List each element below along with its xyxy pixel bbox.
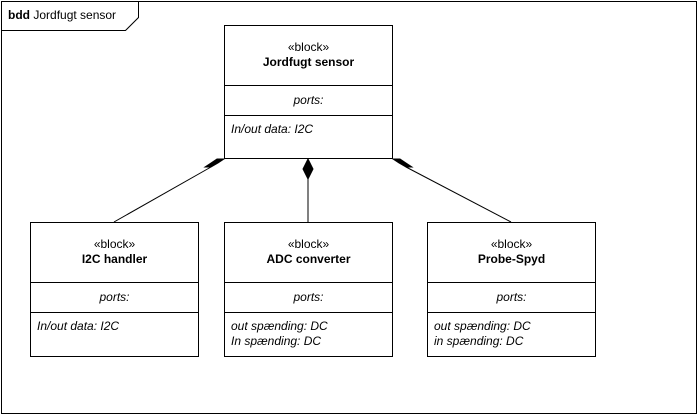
port-entry: In spænding: DC (231, 334, 322, 348)
ports-header: ports: (225, 283, 392, 313)
ports-header: ports: (428, 283, 595, 313)
composition-diamond-i2c (203, 158, 226, 168)
block-stereotype: «block» (287, 237, 330, 251)
block-name: Probe-Spyd (477, 252, 546, 266)
link-root-i2c (113, 166, 212, 223)
port-entry: in spænding: DC (434, 334, 524, 348)
frame-name: Jordfugt sensor (33, 8, 117, 22)
block-adc-converter[interactable]: «block» ADC converter ports: out spændin… (224, 222, 393, 357)
block-header: «block» I2C handler (31, 223, 198, 283)
block-name: I2C handler (81, 252, 148, 266)
composition-diamond-probe (391, 158, 414, 168)
port-entry: In/out data: I2C (231, 122, 314, 136)
block-stereotype: «block» (490, 237, 533, 251)
link-root-probe (405, 166, 512, 223)
ports-list: out spænding: DC In spænding: DC (225, 313, 392, 349)
ports-header: ports: (225, 86, 392, 116)
composition-diamond-adc (302, 157, 314, 181)
ports-list: In/out data: I2C (225, 116, 392, 137)
block-header: «block» ADC converter (225, 223, 392, 283)
block-name: Jordfugt sensor (262, 55, 355, 69)
block-i2c-handler[interactable]: «block» I2C handler ports: In/out data: … (30, 222, 199, 357)
frame-title: bdd Jordfugt sensor (8, 8, 116, 22)
frame-kind: bdd (8, 8, 30, 22)
port-entry: out spænding: DC (231, 319, 328, 333)
block-probe-spyd[interactable]: «block» Probe-Spyd ports: out spænding: … (427, 222, 596, 357)
ports-header: ports: (31, 283, 198, 313)
block-name: ADC converter (266, 252, 351, 266)
frame-tab (1, 1, 139, 31)
ports-list: out spænding: DC in spænding: DC (428, 313, 595, 349)
ports-list: In/out data: I2C (31, 313, 198, 334)
block-header: «block» Probe-Spyd (428, 223, 595, 283)
block-jordfugt-sensor[interactable]: «block» Jordfugt sensor ports: In/out da… (224, 25, 393, 159)
block-header: «block» Jordfugt sensor (225, 26, 392, 86)
block-stereotype: «block» (287, 40, 330, 54)
port-entry: out spænding: DC (434, 319, 531, 333)
block-stereotype: «block» (93, 237, 136, 251)
port-entry: In/out data: I2C (37, 319, 120, 333)
